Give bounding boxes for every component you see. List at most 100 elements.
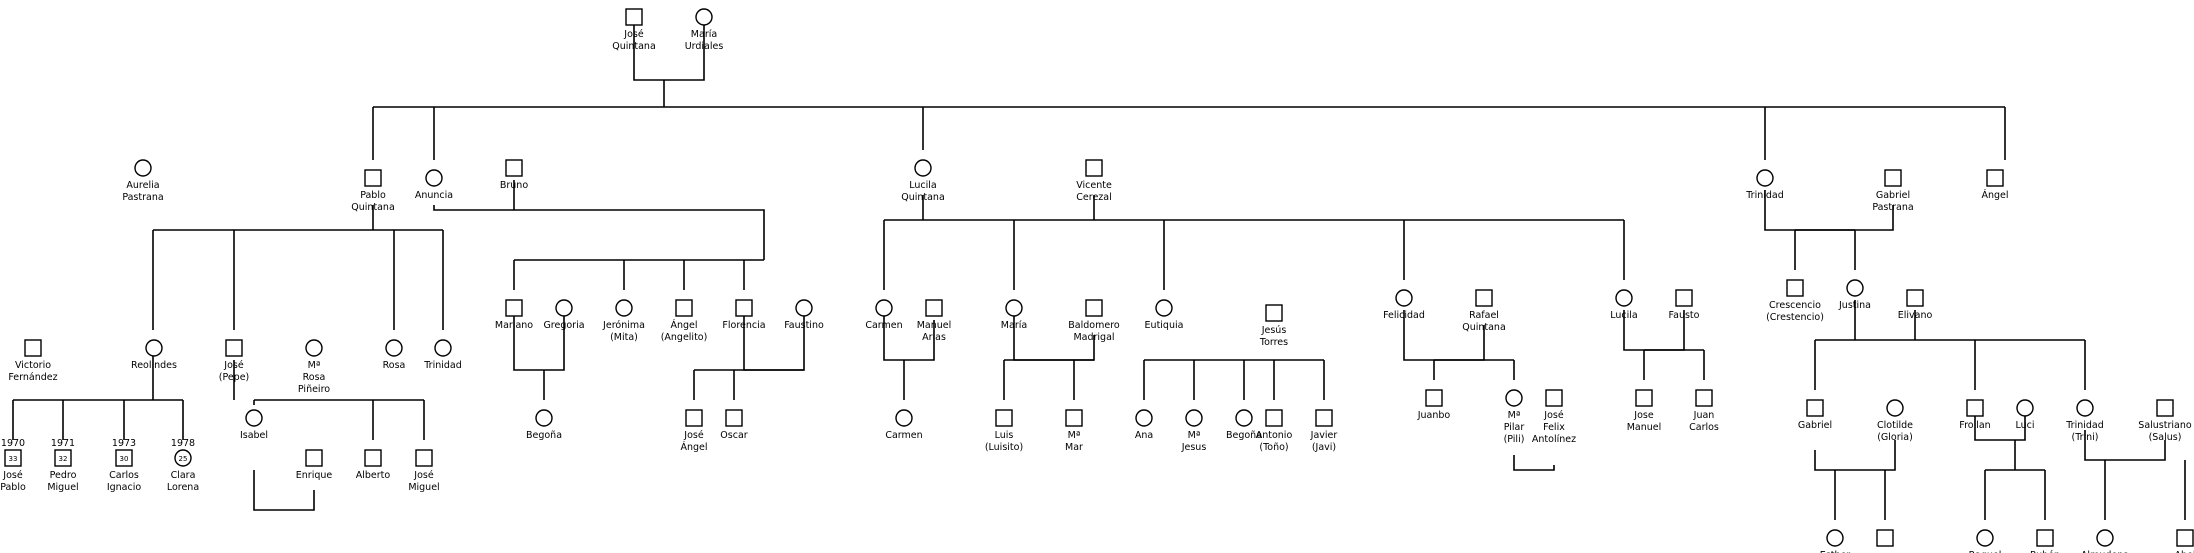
male-square-icon bbox=[625, 8, 643, 26]
person-florencia: Florencia bbox=[722, 299, 766, 331]
person-lucila-c: Lucila bbox=[1610, 289, 1638, 321]
person-name-label: Pilar bbox=[1504, 422, 1525, 433]
relation-line bbox=[433, 205, 765, 260]
person-nodes: JoséQuintanaMaríaUrdialesPabloQuintanaAn… bbox=[0, 8, 2194, 553]
person-name-label: Rubén bbox=[2030, 550, 2060, 553]
person-name-label: Luci bbox=[2015, 420, 2034, 431]
person-name-label: Rosa bbox=[383, 360, 406, 371]
male-square-icon bbox=[1906, 289, 1924, 307]
person-name-label: (Luisito) bbox=[985, 442, 1023, 453]
person-name-label: Ángel bbox=[680, 441, 707, 453]
person-name-label: Fernández bbox=[8, 372, 57, 383]
person-gregoria: Gregoria bbox=[543, 299, 585, 331]
male-square-icon bbox=[1966, 399, 1984, 417]
male-square-icon bbox=[1876, 529, 1894, 547]
person-name-label: María bbox=[1001, 320, 1027, 331]
person-name-label: Lorena bbox=[167, 482, 199, 493]
person-name-label: Eutiquia bbox=[1145, 320, 1184, 331]
female-circle-icon bbox=[1826, 529, 1844, 547]
person-name-label: Aurelia bbox=[126, 180, 159, 191]
person-crescencio: Crescencio(Crestencio) bbox=[1766, 279, 1824, 323]
person-name-label: Raquel bbox=[1969, 550, 2002, 553]
birth-year-label: 1970 bbox=[1, 438, 25, 449]
person-almudena: Almudena bbox=[2081, 529, 2129, 553]
male-square-icon bbox=[115, 449, 133, 467]
female-circle-icon bbox=[1185, 409, 1203, 427]
person-name-label: Juan bbox=[1693, 410, 1715, 421]
person-angelito: Ángel(Angelito) bbox=[661, 299, 708, 343]
person-name-label: Carmen bbox=[865, 320, 902, 331]
female-circle-icon bbox=[1395, 289, 1413, 307]
male-square-icon bbox=[1425, 389, 1443, 407]
person-name-label: Felicidad bbox=[1383, 310, 1425, 321]
male-square-icon bbox=[364, 449, 382, 467]
female-circle-icon bbox=[434, 339, 452, 357]
person-felicidad: Felicidad bbox=[1383, 289, 1425, 321]
male-square-icon bbox=[1265, 409, 1283, 427]
person-name-label: Javier bbox=[1310, 430, 1338, 441]
person-name-label: Pablo bbox=[360, 190, 386, 201]
person-name-label: Ángel bbox=[670, 319, 697, 331]
person-name-label: Arias bbox=[922, 332, 946, 343]
male-square-icon bbox=[1475, 289, 1493, 307]
person-name-label: Manuel bbox=[917, 320, 952, 331]
person-name-label: Manuel bbox=[1627, 422, 1662, 433]
female-circle-icon bbox=[695, 8, 713, 26]
person-name-label: (Pepe) bbox=[219, 372, 250, 383]
person-luis: Luis(Luisito) bbox=[985, 409, 1023, 453]
person-jose-pepe: José(Pepe) bbox=[219, 339, 250, 383]
person-name-label: José bbox=[2, 470, 23, 481]
person-name-label: Mariano bbox=[495, 320, 533, 331]
female-circle-icon bbox=[1505, 389, 1523, 407]
person-name-label: Miguel bbox=[47, 482, 78, 493]
person-antonio: Antonio(Toño) bbox=[1256, 409, 1292, 453]
age-label: 30 bbox=[120, 455, 129, 463]
male-square-icon bbox=[1786, 279, 1804, 297]
person-name-label: Isabel bbox=[240, 430, 268, 441]
person-name-label: Salustriano bbox=[2138, 420, 2192, 431]
male-square-icon bbox=[305, 449, 323, 467]
person-name-label: Pastrana bbox=[1872, 202, 1913, 213]
person-name-label: Carlos bbox=[1689, 422, 1719, 433]
age-label: 33 bbox=[9, 455, 18, 463]
male-square-icon bbox=[1884, 169, 1902, 187]
person-name-label: Carlos bbox=[109, 470, 139, 481]
person-name-label: Mar bbox=[1065, 442, 1083, 453]
person-name-label: Felix bbox=[1543, 422, 1565, 433]
person-froilan: Froilan bbox=[1959, 399, 1991, 431]
person-name-label: María bbox=[691, 29, 717, 40]
person-name-label: (Angelito) bbox=[661, 332, 708, 343]
person-reolindes: Reolindes bbox=[131, 339, 177, 371]
person-name-label: Gabriel bbox=[1798, 420, 1832, 431]
female-circle-icon bbox=[1846, 279, 1864, 297]
female-circle-icon bbox=[535, 409, 553, 427]
person-name-label: Antolínez bbox=[1532, 434, 1576, 445]
person-javier: Javier(Javi) bbox=[1310, 409, 1338, 453]
relation-line bbox=[743, 310, 805, 371]
person-name-label: Florencia bbox=[722, 320, 765, 331]
person-carmen-a: Carmen bbox=[885, 409, 923, 441]
male-square-icon bbox=[2176, 529, 2194, 547]
relation-line bbox=[1974, 410, 2026, 441]
person-name-label: Ana bbox=[1135, 430, 1153, 441]
person-name-label: José bbox=[413, 470, 434, 481]
female-circle-icon bbox=[1756, 169, 1774, 187]
male-square-icon bbox=[24, 339, 42, 357]
person-name-label: (Toño) bbox=[1259, 442, 1288, 453]
female-circle-icon bbox=[914, 159, 932, 177]
male-square-icon bbox=[415, 449, 433, 467]
male-square-icon bbox=[1085, 299, 1103, 317]
person-name-label: José bbox=[223, 360, 244, 371]
person-name-label: Pedro bbox=[50, 470, 77, 481]
male-square-icon bbox=[1986, 169, 2004, 187]
person-name-label: Urdiales bbox=[685, 41, 724, 52]
